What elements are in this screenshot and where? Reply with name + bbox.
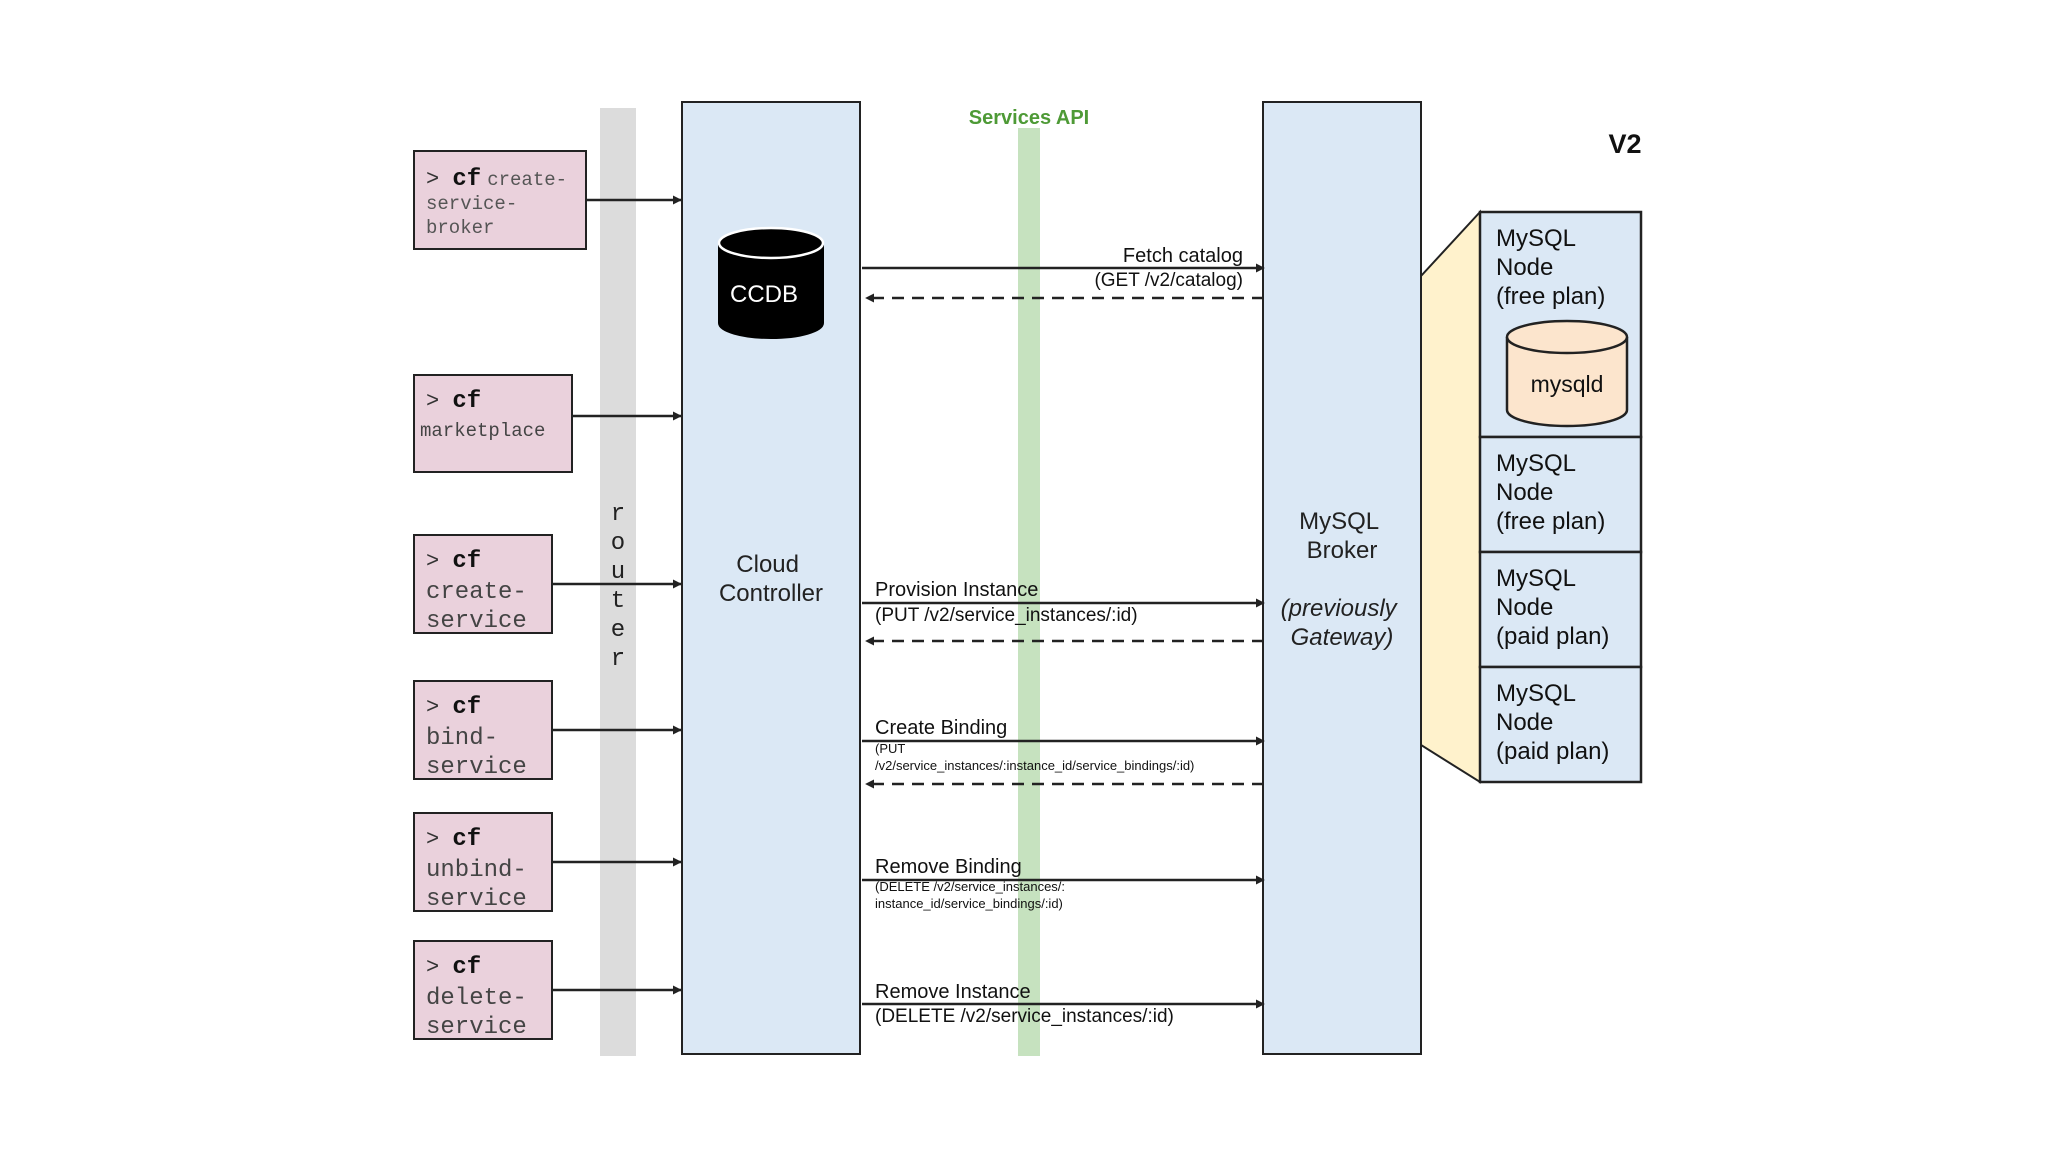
mysql-broker-previous-name: (previously Gateway) bbox=[1281, 595, 1404, 651]
mysqld-database-icon bbox=[1505, 319, 1629, 428]
mysql-node-label: (free plan) bbox=[1496, 283, 1605, 310]
router-bar bbox=[600, 108, 636, 1056]
cli-prompt-text: > cf bbox=[426, 388, 481, 415]
api-call: Create Binding (PUT/v2/service_instances/… bbox=[862, 717, 1265, 789]
cli-prompt-text: > cf bbox=[426, 954, 481, 981]
api-call-endpoint: (PUT bbox=[875, 741, 905, 756]
mysql-broker-label: MySQL Broker bbox=[1299, 508, 1385, 564]
cli-command-box: > cf bind-service bbox=[413, 680, 553, 781]
cloud-controller-label: Cloud Controller bbox=[719, 551, 823, 607]
cli-command-box: > cf marketplace bbox=[413, 374, 573, 473]
mysqld-label: mysqld bbox=[1531, 371, 1604, 397]
ccdb-label: CCDB bbox=[730, 281, 798, 308]
ccdb-database-icon bbox=[717, 226, 825, 339]
api-call-endpoint: (GET /v2/catalog) bbox=[1094, 270, 1243, 291]
services-api-bar bbox=[1018, 128, 1040, 1056]
mysql-node-label: Node bbox=[1496, 254, 1553, 281]
mysql-node-label: (free plan) bbox=[1496, 508, 1605, 535]
cli-command-box: > cf unbind-service bbox=[413, 812, 553, 913]
api-call-endpoint: /v2/service_instances/:instance_id/servi… bbox=[875, 758, 1194, 773]
cli-command-text: bind- bbox=[426, 725, 498, 752]
api-call-name: Create Binding bbox=[875, 717, 1007, 739]
api-call: Remove Binding(DELETE /v2/service_instan… bbox=[862, 856, 1265, 911]
mysql-broker-box bbox=[1262, 101, 1422, 1055]
mysql-node-label: Node bbox=[1496, 709, 1553, 736]
mysql-node-label: Node bbox=[1496, 479, 1553, 506]
cli-command-text: service bbox=[426, 1014, 527, 1041]
cli-command-text: service bbox=[426, 754, 527, 781]
api-call-endpoint: (DELETE /v2/service_instances/: bbox=[875, 879, 1065, 894]
cli-command-text: delete- bbox=[426, 985, 527, 1012]
cli-prompt-text: > cf bbox=[426, 548, 481, 575]
api-call-name: Remove Binding bbox=[875, 856, 1022, 878]
mysql-node-label: MySQL bbox=[1496, 225, 1576, 252]
api-call: Remove Instance (DELETE /v2/service_insta… bbox=[862, 981, 1265, 1027]
mysql-node-label: Node bbox=[1496, 594, 1553, 621]
node-fanout-connector bbox=[1420, 209, 1481, 784]
cli-command-text: broker bbox=[426, 217, 494, 239]
cli-prompt-text: > cf bbox=[426, 694, 481, 721]
mysql-node-label: MySQL bbox=[1496, 680, 1576, 707]
mysql-node-label: (paid plan) bbox=[1496, 623, 1609, 650]
version-label: V2 bbox=[1608, 129, 1641, 159]
api-call-name: Provision Instance bbox=[875, 579, 1038, 601]
api-call: Fetch catalog (GET /v2/catalog) bbox=[862, 245, 1265, 303]
cli-command-box: > cf delete-service bbox=[413, 940, 553, 1041]
api-call-name: Remove Instance bbox=[875, 981, 1031, 1003]
cli-command-text: service bbox=[426, 608, 527, 635]
services-api-label: Services API bbox=[969, 107, 1089, 129]
mysql-node-label: MySQL bbox=[1496, 565, 1576, 592]
cli-command-text: create- bbox=[426, 579, 527, 606]
api-call-endpoint: (PUT /v2/service_instances/:id) bbox=[875, 605, 1138, 626]
cli-command-text: service bbox=[426, 886, 527, 913]
cli-prompt-text: > cf bbox=[426, 826, 481, 853]
api-call: Provision Instance (PUT /v2/service_insta… bbox=[862, 579, 1265, 646]
mysql-node-label: (paid plan) bbox=[1496, 738, 1609, 765]
cli-command-text: marketplace bbox=[420, 420, 545, 442]
cli-command-text: unbind- bbox=[426, 857, 527, 884]
cli-command-text: service- bbox=[426, 193, 517, 215]
cli-command-box: > cf create-service bbox=[413, 534, 553, 635]
mysql-node-label: MySQL bbox=[1496, 450, 1576, 477]
api-call-endpoint: (DELETE /v2/service_instances/:id) bbox=[875, 1006, 1174, 1027]
api-call-endpoint: instance_id/service_bindings/:id) bbox=[875, 896, 1063, 911]
api-call-name: Fetch catalog bbox=[1123, 245, 1243, 267]
